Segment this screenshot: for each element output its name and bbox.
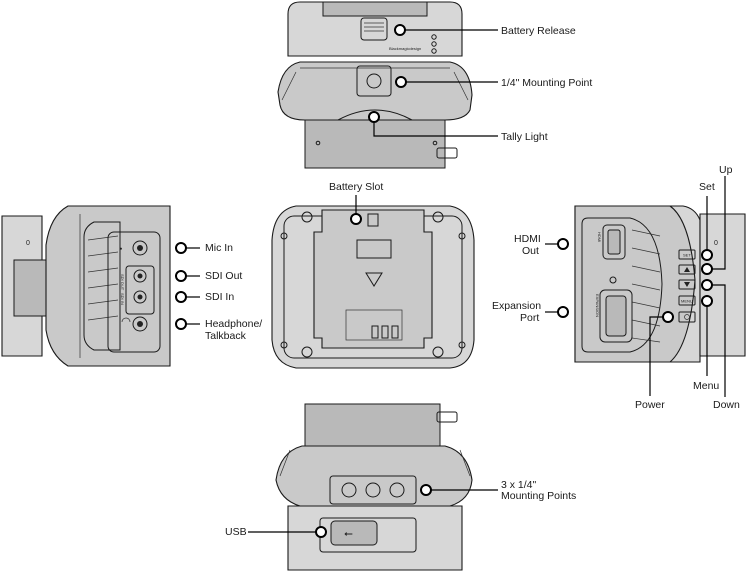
- callouts: Battery Release 1/4" Mounting Point Tall…: [175, 24, 740, 538]
- battery-slot-marker: [350, 213, 362, 225]
- right-digit: 0: [714, 240, 718, 247]
- camera-top-view: Blackmagicdesign: [277, 1, 473, 169]
- label-tally-light: Tally Light: [501, 131, 548, 143]
- tally-light-marker: [368, 111, 380, 123]
- label-mounting-point: 1/4" Mounting Point: [501, 77, 592, 89]
- sdi-in-port-label: SDI IN: [120, 293, 125, 305]
- hdmi-port-label: HDMI: [597, 232, 602, 242]
- hdmi-out-marker: [557, 238, 569, 250]
- camera-right-side-view: 0 HDMI EXPANSION SET MENU: [574, 205, 746, 363]
- set-marker: [701, 249, 713, 261]
- label-menu: Menu: [693, 380, 719, 392]
- up-button[interactable]: [678, 264, 696, 275]
- up-marker: [701, 263, 713, 275]
- label-up: Up: [719, 164, 733, 176]
- mounting-point-marker: [395, 76, 407, 88]
- sdi-out-port-label: SDI OUT: [120, 274, 125, 291]
- down-button[interactable]: [678, 279, 696, 290]
- label-mic-in: Mic In: [205, 242, 233, 254]
- label-usb: USB: [225, 526, 247, 538]
- label-battery-release: Battery Release: [501, 25, 576, 37]
- label-expansion-line2: Port: [520, 312, 539, 324]
- label-battery-slot: Battery Slot: [329, 181, 383, 193]
- label-power: Power: [635, 399, 665, 411]
- set-button-label: SET: [683, 253, 691, 258]
- menu-marker: [701, 295, 713, 307]
- label-set: Set: [699, 181, 715, 193]
- power-button[interactable]: [678, 311, 696, 323]
- usb-icon: ⭠: [344, 527, 353, 540]
- label-sdi-out: SDI Out: [205, 270, 242, 282]
- svg-text:⏺: ⏺: [120, 246, 122, 251]
- label-hdmi-line1: HDMI: [514, 233, 541, 245]
- usb-marker: [315, 526, 327, 538]
- camera-rear-view-battery-slot: [271, 205, 475, 369]
- camera-bottom-view: ⭠: [275, 403, 473, 571]
- label-expansion-line1: Expansion: [492, 300, 541, 312]
- label-mounting-points-line2: Mounting Points: [501, 490, 576, 502]
- label-hdmi-line2: Out: [522, 245, 539, 257]
- menu-button-label: MENU: [681, 299, 693, 304]
- set-button[interactable]: [678, 249, 696, 260]
- left-digit: 0: [26, 240, 30, 247]
- down-marker: [701, 279, 713, 291]
- power-marker: [662, 311, 674, 323]
- label-headphone-line2: Talkback: [205, 330, 247, 342]
- sdi-in-marker: [175, 291, 187, 303]
- label-down: Down: [713, 399, 740, 411]
- brand-logo-text: Blackmagicdesign: [389, 46, 421, 51]
- label-sdi-in: SDI In: [205, 291, 234, 303]
- mic-in-marker: [175, 242, 187, 254]
- menu-button[interactable]: [678, 295, 696, 306]
- battery-release-marker: [394, 24, 406, 36]
- label-mounting-points-line1: 3 x 1/4": [501, 479, 537, 491]
- sdi-out-marker: [175, 270, 187, 282]
- expansion-port-marker: [557, 306, 569, 318]
- expansion-port-label: EXPANSION: [595, 294, 600, 317]
- headphone-marker: [175, 318, 187, 330]
- label-headphone-line1: Headphone/: [205, 318, 262, 330]
- mounting-points-marker: [420, 484, 432, 496]
- camera-left-side-view: 0 ⏺ SDI OUT SDI IN: [1, 205, 171, 367]
